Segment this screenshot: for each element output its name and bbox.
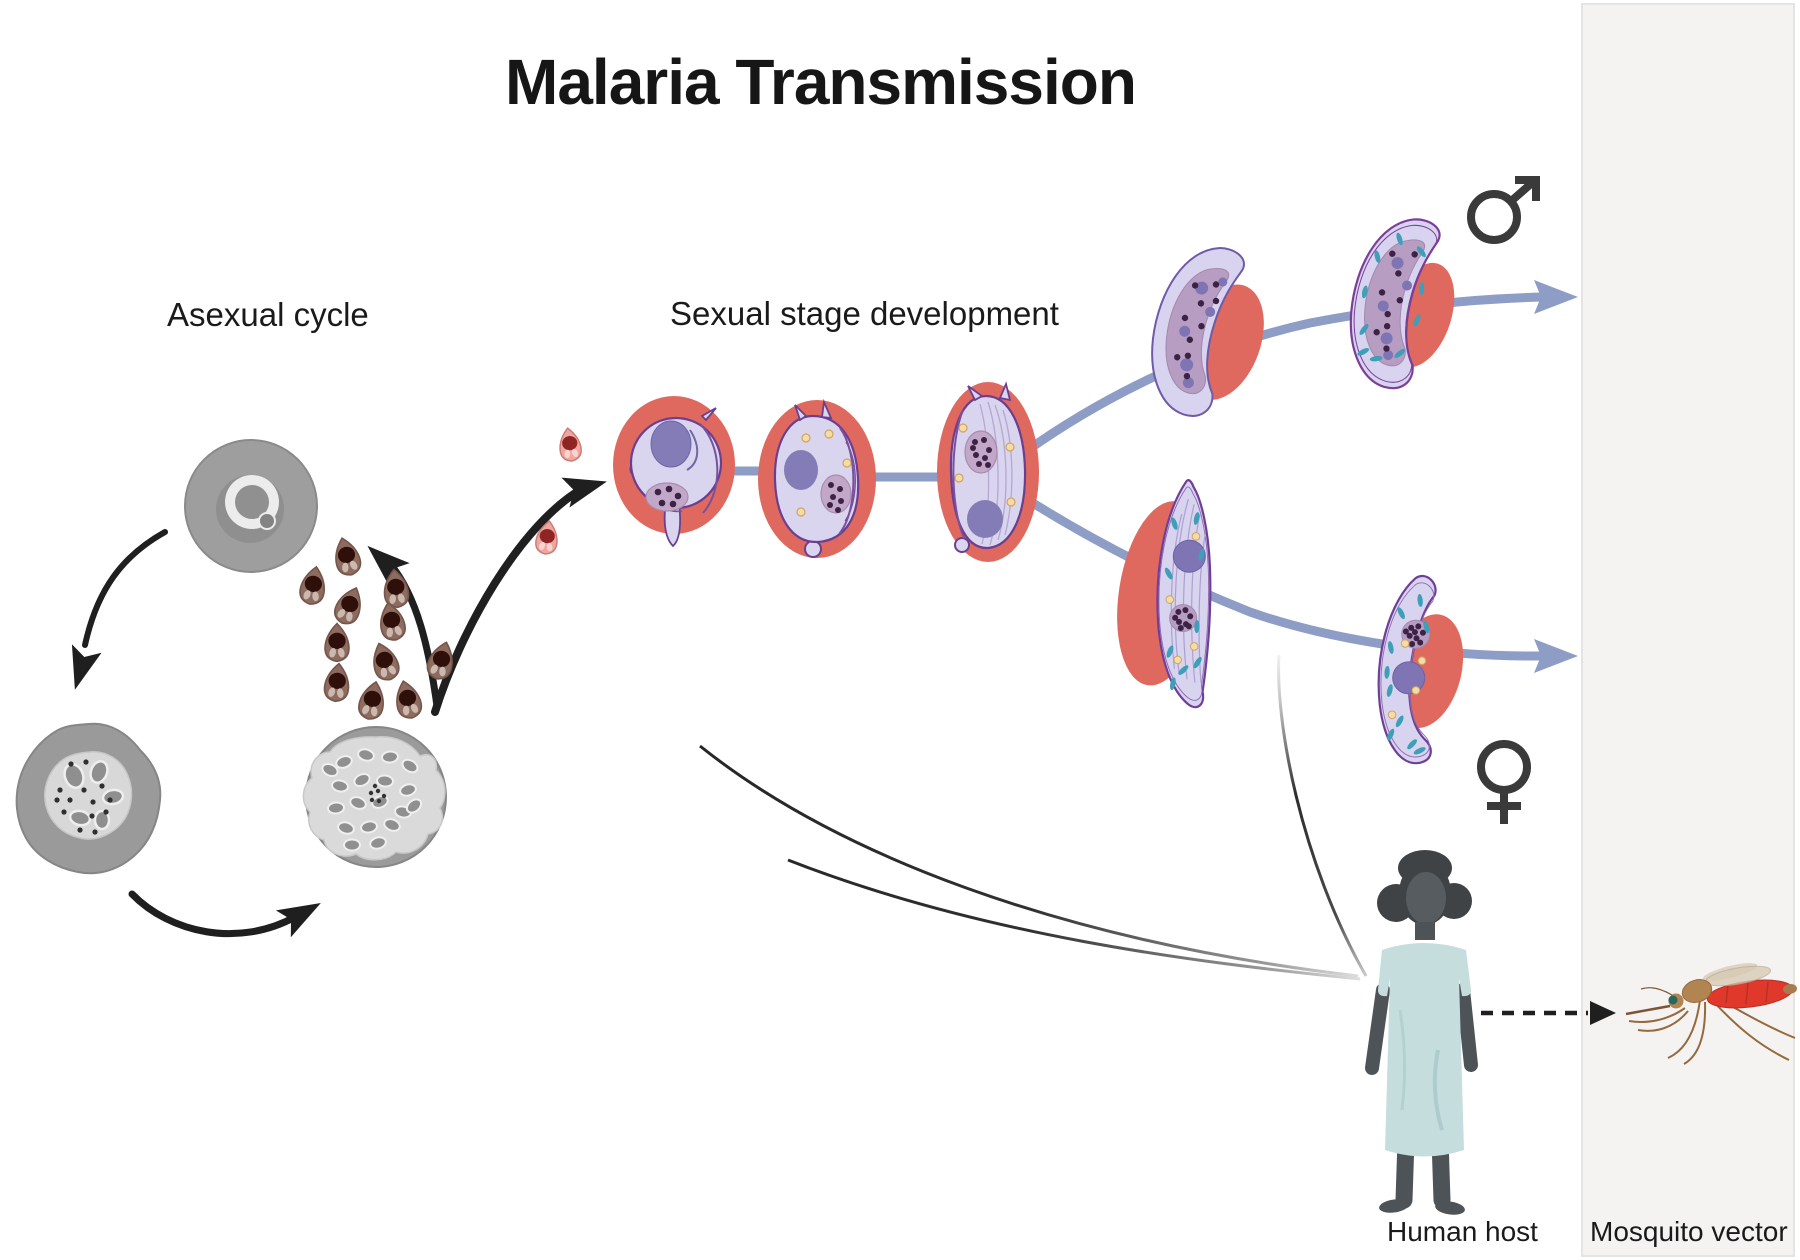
human-host-figure: [1365, 850, 1478, 1215]
mosquito-vector-panel: [1581, 3, 1795, 1257]
gametocyte-stage-2: [758, 398, 876, 558]
transmission-dashed-arrow: [1481, 1001, 1616, 1025]
male-symbol-icon: [1467, 176, 1540, 244]
callout-lines: [699, 654, 1368, 981]
page-title: Malaria Transmission: [505, 46, 1137, 118]
schizont-cell: [302, 726, 447, 868]
asexual-cycle-label: Asexual cycle: [167, 296, 369, 333]
male-gametocyte-mature: [1349, 218, 1455, 390]
sexual-stage-label: Sexual stage development: [670, 295, 1059, 332]
female-symbol-icon: [1477, 740, 1531, 824]
trophozoite-cell: [15, 722, 162, 875]
female-gametocyte-mature: [1377, 574, 1464, 765]
ring-stage-cell: [184, 439, 318, 573]
gametocyte-stage-1: [613, 396, 735, 548]
mosquito-figure: [1625, 963, 1797, 1065]
human-host-label: Human host: [1387, 1216, 1538, 1247]
male-gametocyte-early: [1151, 247, 1264, 417]
female-gametocyte-early: [1117, 479, 1212, 709]
mosquito-vector-label: Mosquito vector: [1590, 1216, 1788, 1247]
gametocyte-stage-3: [937, 381, 1039, 562]
asexual-cycle-arrows: [82, 483, 589, 938]
